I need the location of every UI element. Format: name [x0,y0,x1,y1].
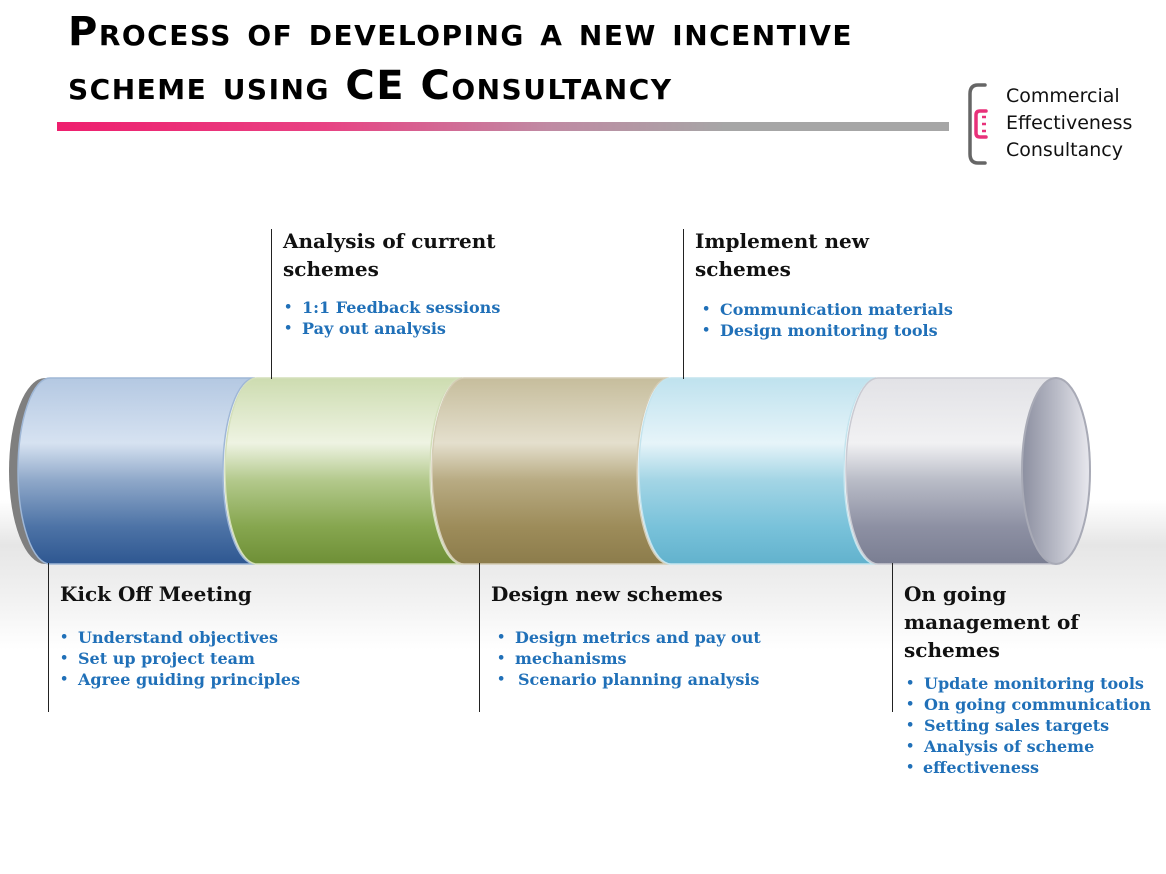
leader-line-kickoff [48,563,49,712]
bullet-item: Communication materials [700,299,953,320]
logo-text-commercial: Commercial [1006,85,1120,107]
bullet-item: Design monitoring tools [700,320,953,341]
page-title-line-1: Process of developing a new incentive [68,9,854,55]
stage-kickoff-bullets: Understand objectives Set up project tea… [58,627,300,690]
bullet-item: Understand objectives [58,627,300,648]
bullet-item: Setting sales targets [904,715,1151,736]
ce-logo-icon [968,83,988,165]
process-pipe [9,377,1091,565]
title-underline [57,122,949,131]
page-title-line-2: scheme using CE Consultancy [68,63,673,109]
stage-kickoff-heading: Kick Off Meeting [60,582,252,606]
leader-line-analysis [271,229,272,379]
logo-text-effectiveness: Effectiveness [1006,112,1133,134]
bullet-item: Update monitoring tools [904,673,1151,694]
bullet-item: Scenario planning analysis [495,669,761,690]
bullet-item-continued: mechanisms [495,648,761,669]
bullet-item: Agree guiding principles [58,669,300,690]
leader-line-implement [683,229,684,379]
stage-design-heading: Design new schemes [491,582,723,606]
stage-design-bullets: Design metrics and pay out mechanisms Sc… [495,627,761,690]
stage-implement-bullets: Communication materials Design monitorin… [700,299,953,341]
stage-analysis-bullets: 1:1 Feedback sessions Pay out analysis [282,297,500,339]
leader-line-ongoing [892,563,893,712]
stage-ongoing-bullets: Update monitoring tools On going communi… [904,673,1151,778]
bullet-item: On going communication [904,694,1151,715]
bullet-item: Analysis of scheme [904,736,1151,757]
bullet-item: Set up project team [58,648,300,669]
leader-line-design [479,563,480,712]
bullet-item: Design metrics and pay out [495,627,761,648]
bullet-item-continued: effectiveness [904,757,1151,778]
bullet-item: Pay out analysis [282,318,500,339]
logo-text-consultancy: Consultancy [1006,139,1123,161]
bullet-item: 1:1 Feedback sessions [282,297,500,318]
